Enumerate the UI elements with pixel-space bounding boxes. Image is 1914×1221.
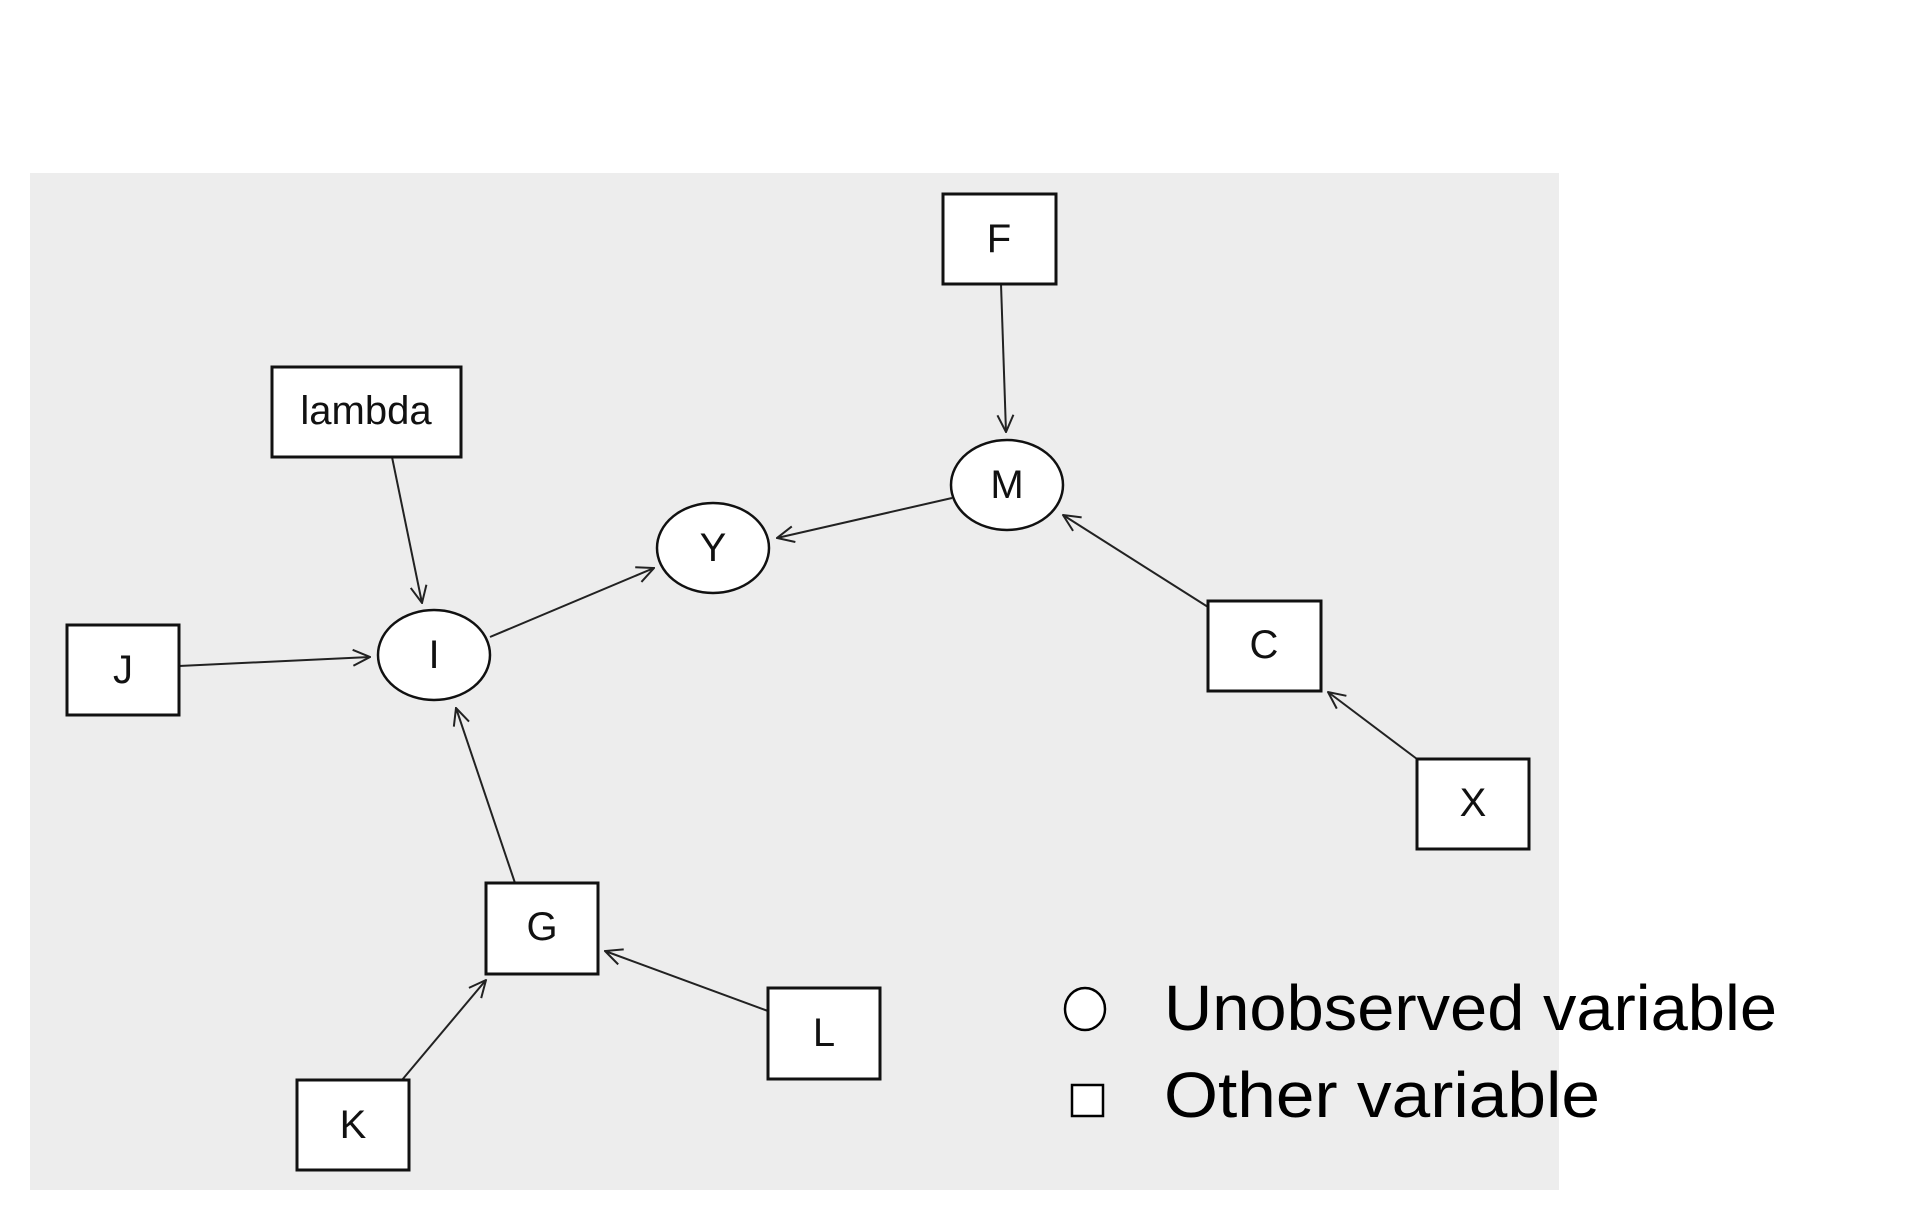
edge-M-Y — [777, 497, 953, 538]
legend-other-label: Other variable — [1164, 1059, 1600, 1131]
edge-F-M — [1001, 283, 1006, 432]
node-J: J — [65, 623, 181, 717]
node-I: I — [376, 608, 492, 702]
circle-legend-icon — [1063, 986, 1107, 1032]
edge-L-G — [605, 951, 769, 1012]
node-G: G — [484, 881, 600, 976]
edge-lambda-I — [391, 456, 422, 603]
node-Y: Y — [655, 501, 771, 595]
node-label: K — [340, 1103, 367, 1147]
node-F: F — [941, 192, 1058, 286]
node-C: C — [1206, 599, 1323, 693]
edge-G-I — [456, 708, 516, 884]
legend-unobserved-label: Unobserved variable — [1164, 972, 1777, 1044]
node-label: F — [987, 217, 1011, 261]
node-M: M — [949, 438, 1065, 532]
node-label: J — [113, 648, 133, 692]
node-label: G — [526, 905, 557, 949]
edge-X-C — [1328, 692, 1418, 760]
edge-I-Y — [489, 568, 654, 638]
node-label: I — [428, 633, 439, 677]
node-L: L — [766, 986, 882, 1081]
node-label: X — [1460, 781, 1487, 825]
node-label: Y — [700, 526, 727, 570]
node-label: L — [813, 1011, 835, 1055]
node-X: X — [1415, 757, 1531, 851]
edge-C-M — [1063, 515, 1209, 608]
square-legend-icon — [1070, 1083, 1105, 1118]
node-K: K — [295, 1078, 411, 1172]
node-lambda: lambda — [270, 365, 463, 459]
node-label: lambda — [300, 389, 432, 433]
edge-J-I — [178, 657, 370, 667]
node-label: C — [1250, 623, 1279, 667]
legend: Unobserved variable Other variable — [1063, 972, 1777, 1131]
node-label: M — [990, 463, 1023, 507]
edge-K-G — [401, 980, 486, 1081]
